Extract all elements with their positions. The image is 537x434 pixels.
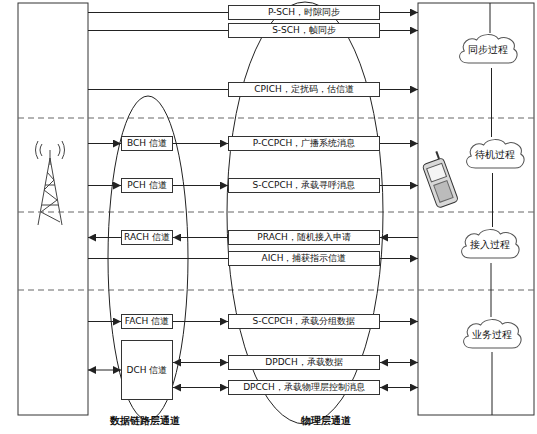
channel-box: S-CCPCH，承载分组数据 [228, 314, 380, 329]
signal-wave [36, 141, 39, 159]
phone-screen [427, 163, 447, 182]
channel-box: RACH 信道 [121, 230, 173, 245]
wire-arrow [380, 362, 418, 363]
node-text: DCH 信道 [127, 364, 168, 377]
mobile-phone [419, 150, 458, 208]
cloud-shape [462, 230, 519, 258]
cloud-shape [467, 140, 524, 168]
process-cloud: 同步过程 [455, 32, 521, 68]
node-text: AICH，捕获指示信道 [262, 252, 347, 265]
base-station-column [18, 3, 88, 415]
wire-arrow [380, 185, 418, 186]
wire-arrow [88, 370, 121, 371]
tower-bar [45, 185, 55, 186]
wire-arrow [88, 237, 121, 238]
channel-wires [88, 3, 492, 415]
dashed-divider [18, 290, 535, 291]
node-text: 接入过程 [470, 238, 510, 252]
signal-wave [40, 144, 42, 156]
wire-arrow [380, 12, 418, 13]
process-line [490, 3, 491, 33]
channel-box: FACH 信道 [121, 314, 173, 329]
channel-box: AICH，捕获指示信道 [228, 251, 380, 266]
wire [88, 258, 228, 259]
wire-arrow [88, 321, 121, 322]
channel-box: P-SCH，时隙同步 [228, 5, 380, 20]
wire-arrow [380, 237, 418, 238]
layer-label: 数据链路层通道 [110, 414, 180, 428]
wire-arrow [380, 321, 418, 322]
connector [492, 173, 493, 227]
channel-box: BCH 信道 [121, 136, 173, 151]
channel-box: PCH 信道 [121, 178, 173, 193]
layer-label: 物理层通道 [301, 414, 351, 428]
channel-box: CPICH，定扰码，估信道 [228, 82, 380, 97]
channel-box: DPCCH，承载物理层控制消息 [228, 380, 380, 395]
node-text: S-SCH，帧同步 [272, 24, 336, 37]
process-cloud: 接入过程 [457, 227, 523, 263]
connector [173, 387, 228, 388]
wire-arrow [88, 185, 121, 186]
channel-box: DPDCH，承载数据 [228, 355, 380, 370]
phone-keypad [434, 181, 453, 203]
dashed-divider [18, 212, 535, 213]
wire-arrow [380, 30, 418, 31]
connector [173, 237, 228, 238]
cloud-shape [464, 320, 521, 348]
node-text: DPDCH，承载数据 [265, 356, 342, 369]
channel-box: P-CCPCH，广播系统消息 [228, 136, 380, 151]
phone-antenna [436, 151, 439, 159]
node-text: 业务过程 [472, 328, 512, 342]
node-text: FACH 信道 [125, 315, 169, 328]
phone-body [422, 158, 458, 209]
wire-arrow [380, 258, 418, 259]
tower-bar [42, 205, 58, 206]
channel-box: DCH 信道 [121, 340, 173, 400]
tower-mast [50, 150, 51, 165]
connector [491, 263, 492, 317]
wire-arrow [380, 143, 418, 144]
node-text: BCH 信道 [127, 137, 167, 150]
dashed-divider [18, 118, 535, 119]
physical-ellipse [227, 2, 383, 424]
wire [88, 89, 228, 90]
node-text: 同步过程 [468, 43, 508, 57]
wire [88, 12, 228, 13]
signal-wave [62, 141, 65, 159]
process-cloud: 待机过程 [462, 137, 528, 173]
node-text: CPICH，定扰码，估信道 [254, 83, 353, 96]
signal-wave [58, 144, 60, 156]
node-text: S-CCPCH，承载寻呼消息 [252, 179, 355, 192]
connector [173, 185, 228, 186]
node-text: DPCCH，承载物理层控制消息 [243, 381, 365, 394]
process-line [492, 352, 493, 415]
process-cloud: 业务过程 [459, 317, 525, 353]
node-text: RACH 信道 [124, 231, 170, 244]
node-text: S-CCPCH，承载分组数据 [252, 315, 355, 328]
node-text: PRACH，随机接入申请 [257, 231, 350, 244]
connector [173, 143, 228, 144]
section-dividers [18, 118, 535, 290]
wire-arrow [88, 143, 121, 144]
tower-lattice [41, 172, 60, 222]
channel-box: S-SCH，帧同步 [228, 23, 380, 38]
cloud-shape [460, 35, 517, 63]
channel-box: PRACH，随机接入申请 [228, 230, 380, 245]
node-text: P-CCPCH，广播系统消息 [253, 137, 356, 150]
connector [173, 362, 228, 363]
connector [173, 321, 228, 322]
node-text: PCH 信道 [127, 179, 166, 192]
wire-arrow [380, 387, 418, 388]
tower-leg [50, 158, 62, 225]
channel-box: S-CCPCH，承载寻呼消息 [228, 178, 380, 193]
terminal-column [418, 3, 534, 415]
wire-arrow [380, 89, 418, 90]
tower-leg [38, 158, 50, 225]
node-text: P-SCH，时隙同步 [268, 6, 340, 19]
wire [88, 30, 228, 31]
connector [491, 68, 492, 137]
node-text: 待机过程 [475, 148, 515, 162]
